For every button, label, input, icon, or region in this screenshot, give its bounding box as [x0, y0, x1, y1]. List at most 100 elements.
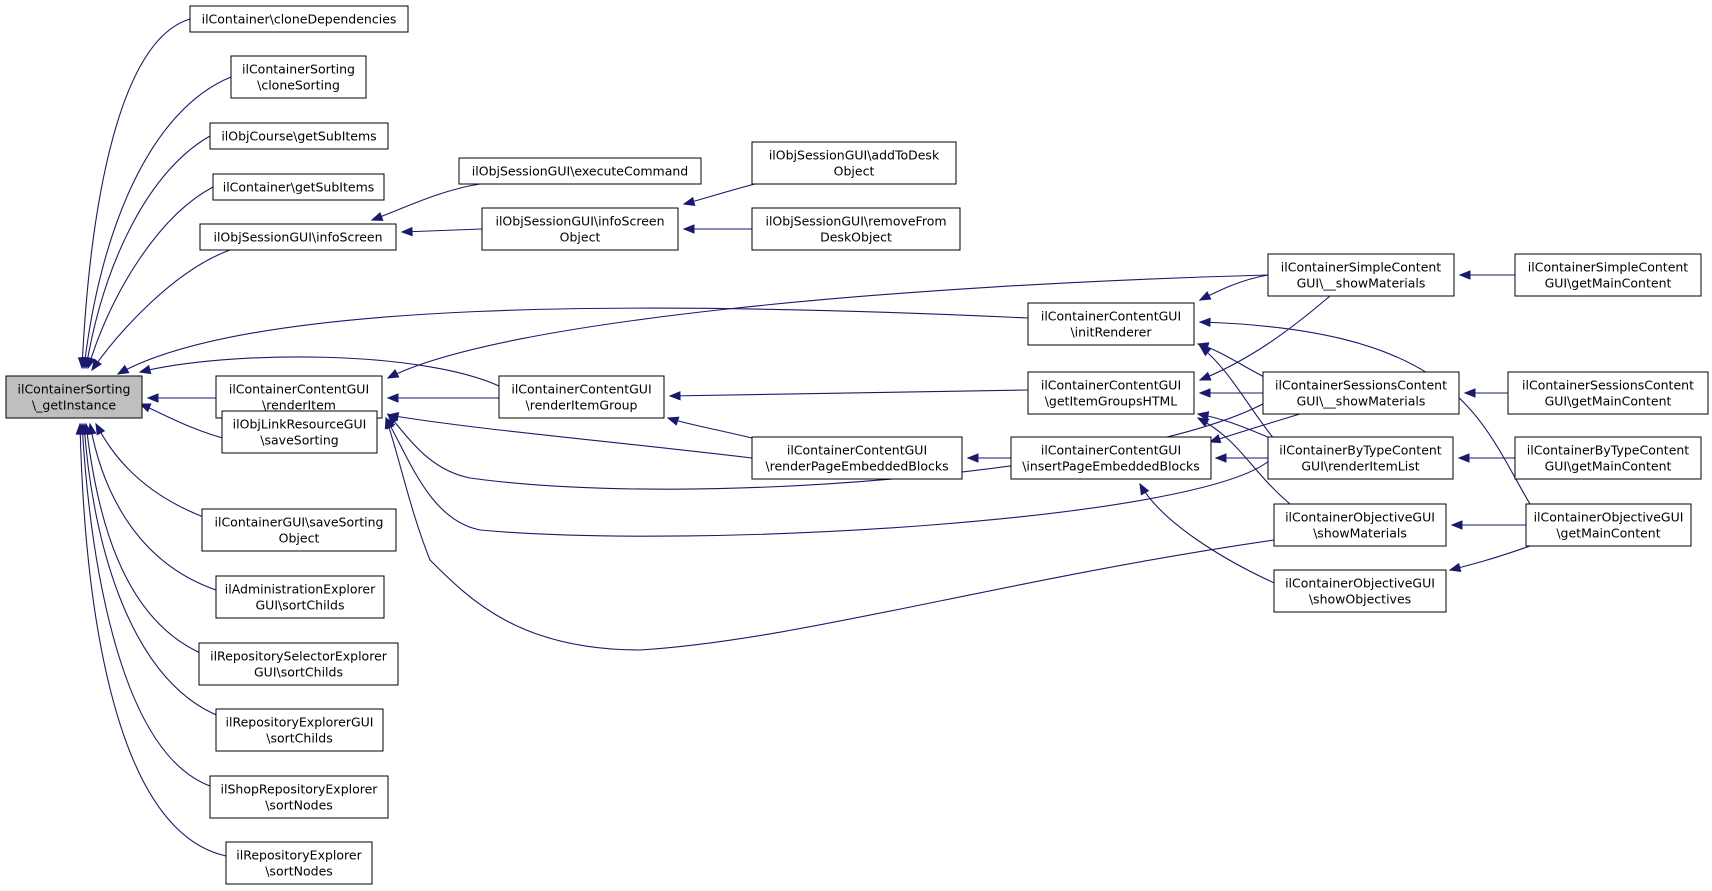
node-label-line: \showObjectives [1309, 592, 1411, 607]
node-label-line: ilContainerGUI\saveSorting [215, 515, 384, 530]
graph-node-n4[interactable]: ilContainer\getSubItems [212, 173, 385, 201]
graph-node-n21[interactable]: ilContainerSimpleContentGUI\getMainConte… [1514, 253, 1702, 297]
edge-n24-to-n20 [1448, 545, 1531, 573]
edge-n5-to-n0 [91, 249, 231, 372]
graph-node-n0[interactable]: ilContainerSorting\_getInstance [5, 375, 143, 419]
graph-node-n23[interactable]: ilContainerByTypeContentGUI\getMainConte… [1514, 436, 1702, 480]
node-label-line: ilContainerSorting [18, 382, 131, 397]
node-box [1273, 569, 1447, 613]
edge-line [1139, 483, 1291, 591]
graph-node-n22[interactable]: ilContainerSessionsContentGUI\getMainCon… [1507, 371, 1709, 415]
node-label-line: ilObjSessionGUI\infoScreen [495, 214, 664, 229]
edge-arrowhead [1448, 562, 1462, 573]
graph-node-n5[interactable]: ilObjSessionGUI\infoScreen [199, 223, 397, 251]
graph-node-n30[interactable]: ilShopRepositoryExplorer\sortNodes [209, 775, 389, 819]
edge-arrowhead [138, 403, 152, 413]
node-label-line: ilContainerContentGUI [1041, 309, 1181, 324]
node-label-line: \renderItem [262, 398, 336, 413]
edge-line [87, 186, 214, 369]
node-label-line: \_getInstance [32, 398, 116, 413]
graph-node-n20[interactable]: ilContainerObjectiveGUI\showObjectives [1273, 569, 1447, 613]
graph-node-n28[interactable]: ilRepositorySelectorExplorerGUI\sortChil… [198, 642, 399, 686]
edge-n27-to-n0 [87, 422, 217, 591]
node-label-line: \insertPageEmbeddedBlocks [1022, 459, 1200, 474]
graph-node-n6[interactable]: ilObjSessionGUI\executeCommand [458, 157, 702, 185]
node-box [225, 841, 373, 885]
graph-node-n11[interactable]: ilContainerContentGUI\renderItemGroup [498, 375, 665, 419]
edge-line [1449, 545, 1531, 571]
node-label-line: GUI\__showMaterials [1297, 394, 1426, 409]
graph-node-n25[interactable]: ilObjLinkResourceGUI\saveSorting [221, 410, 378, 454]
edge-arrowhead [1450, 520, 1463, 530]
edge-n18-to-n13 [1198, 345, 1276, 441]
node-label-line: ilContainerObjectiveGUI [1285, 510, 1435, 525]
graph-node-n18[interactable]: ilContainerByTypeContentGUI\renderItemLi… [1267, 436, 1454, 480]
node-box [751, 141, 957, 185]
graph-node-n13[interactable]: ilContainerContentGUI\initRenderer [1027, 302, 1195, 346]
edge-line [85, 135, 211, 369]
edge-line [371, 183, 481, 221]
edge-arrowhead [95, 422, 106, 436]
node-label-line: ilContainer\cloneDependencies [202, 12, 397, 27]
edge-arrowhead [400, 226, 413, 237]
graph-node-n3[interactable]: ilObjCourse\getSubItems [209, 122, 389, 150]
edge-line [385, 417, 1271, 537]
node-label-line: \getMainContent [1556, 526, 1660, 541]
edge-line [387, 414, 753, 459]
node-box [201, 508, 397, 552]
node-label-line: \showMaterials [1313, 526, 1407, 541]
edge-arrowhead [1196, 417, 1210, 428]
edge-line [95, 423, 231, 527]
graph-node-n1[interactable]: ilContainer\cloneDependencies [189, 5, 409, 33]
node-box [209, 775, 389, 819]
edge-n7-to-n5 [400, 226, 483, 237]
edge-n16-to-n13 [1198, 274, 1269, 301]
edge-line [117, 307, 1029, 375]
edge-arrowhead [966, 453, 979, 463]
edge-line [387, 274, 1269, 379]
graph-node-n31[interactable]: ilRepositoryExplorer\sortNodes [225, 841, 373, 885]
graph-node-n29[interactable]: ilRepositoryExplorerGUI\sortChilds [215, 708, 384, 752]
node-label-line: ilRepositoryExplorer [236, 848, 362, 863]
edge-arrowhead [1457, 453, 1470, 463]
edge-n16-to-n14 [1198, 295, 1331, 381]
node-box [198, 642, 399, 686]
node-box [1507, 371, 1709, 415]
node-label-line: ilContainer\getSubItems [223, 180, 375, 195]
node-box [481, 207, 679, 251]
node-label-line: ilContainerContentGUI [1041, 443, 1181, 458]
graph-node-n15[interactable]: ilContainerContentGUI\insertPageEmbedded… [1010, 436, 1212, 480]
node-label-line: ilRepositorySelectorExplorer [210, 649, 388, 664]
edge-line [139, 356, 500, 387]
edge-n11-to-n0 [138, 356, 500, 387]
node-box [189, 5, 409, 33]
node-label-line: ilContainerSimpleContent [1528, 260, 1689, 275]
node-label-line: Object [834, 164, 875, 179]
graph-node-n17[interactable]: ilContainerSessionsContentGUI\__showMate… [1262, 371, 1460, 415]
edge-line [669, 389, 1029, 397]
node-box [221, 410, 378, 454]
graph-node-n12[interactable]: ilContainerContentGUI\renderPageEmbedded… [751, 436, 963, 480]
node-label-line: GUI\getMainContent [1545, 276, 1672, 291]
edge-n25-to-n0 [138, 403, 231, 441]
node-label-line: ilContainerObjectiveGUI [1285, 576, 1435, 591]
edge-arrowhead [384, 416, 394, 430]
graph-node-n24[interactable]: ilContainerObjectiveGUI\getMainContent [1525, 503, 1692, 547]
node-label-line: ilContainerContentGUI [1041, 378, 1181, 393]
node-label-line: ilContainerContentGUI [787, 443, 927, 458]
edge-arrowhead [666, 416, 680, 426]
graph-node-n2[interactable]: ilContainerSorting\cloneSorting [230, 55, 367, 99]
graph-node-n14[interactable]: ilContainerContentGUI\getItemGroupsHTML [1027, 371, 1195, 415]
edge-arrowhead [1198, 291, 1212, 301]
edge-n11-to-n10 [386, 393, 499, 403]
graph-node-n16[interactable]: ilContainerSimpleContentGUI\__showMateri… [1267, 253, 1455, 297]
node-label-line: ilContainerContentGUI [511, 382, 651, 397]
node-label-line: GUI\getMainContent [1545, 459, 1672, 474]
graph-node-n19[interactable]: ilContainerObjectiveGUI\showMaterials [1273, 503, 1447, 547]
